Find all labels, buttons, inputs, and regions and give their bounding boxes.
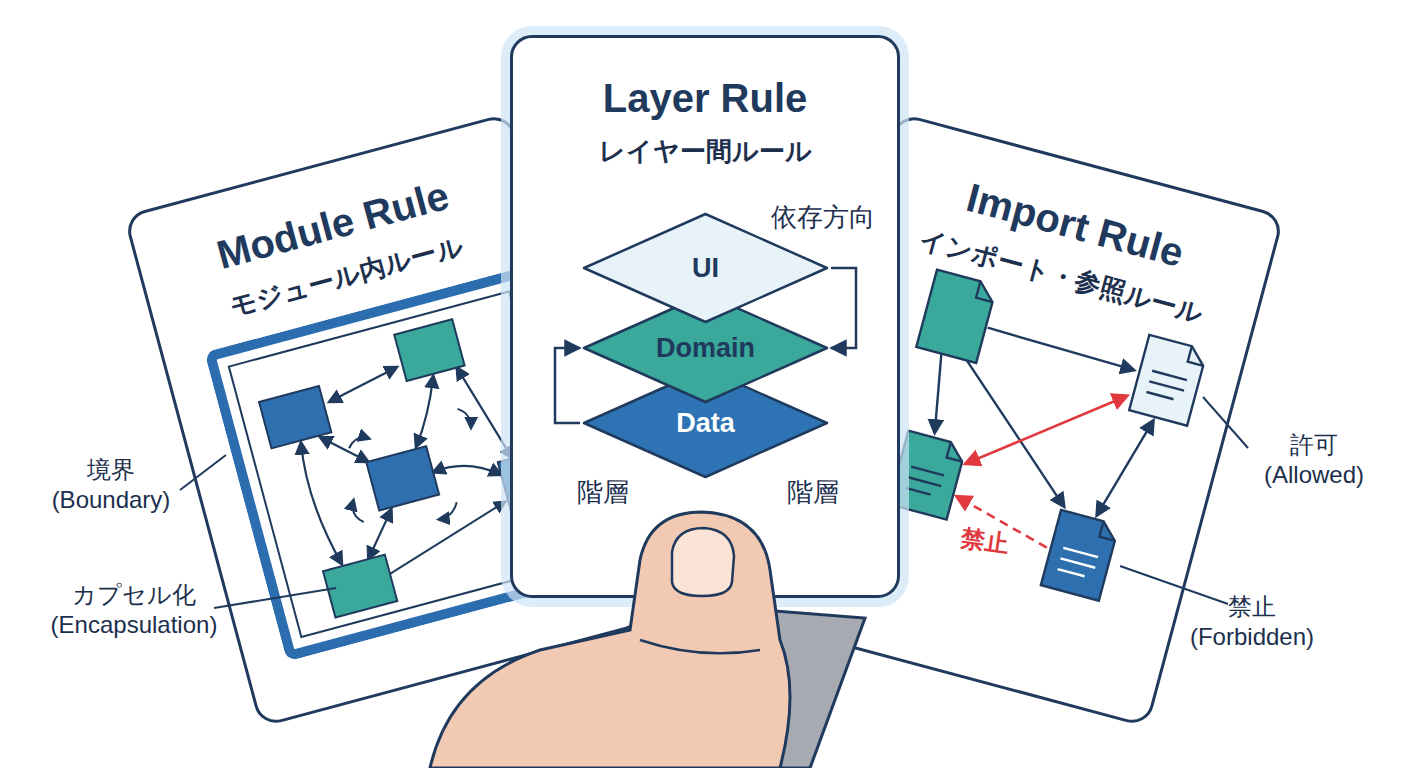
layer-name: Domain <box>656 333 755 364</box>
layer-name: Data <box>676 408 735 439</box>
callout-label: 許可 (Allowed) <box>1244 430 1384 490</box>
card-subtitle: レイヤー間ルール <box>525 136 885 167</box>
direction-label: 依存方向 <box>758 201 888 234</box>
layer-name: UI <box>692 253 719 284</box>
callout-label: 境界 (Boundary) <box>36 455 186 515</box>
callout-label: カプセル化 (Encapsulation) <box>18 580 250 640</box>
layer-label: 階層 <box>553 476 653 509</box>
card-title: Layer Rule <box>525 74 885 122</box>
dependency-arrow <box>831 268 856 348</box>
layer-label: 階層 <box>763 476 863 509</box>
dependency-arrow <box>555 348 580 423</box>
callout-label: 禁止 (Forbidden) <box>1172 592 1332 652</box>
rule-card: Layer Rule レイヤー間ルール UI DomainData 依存方向階層 階層 <box>510 35 900 598</box>
